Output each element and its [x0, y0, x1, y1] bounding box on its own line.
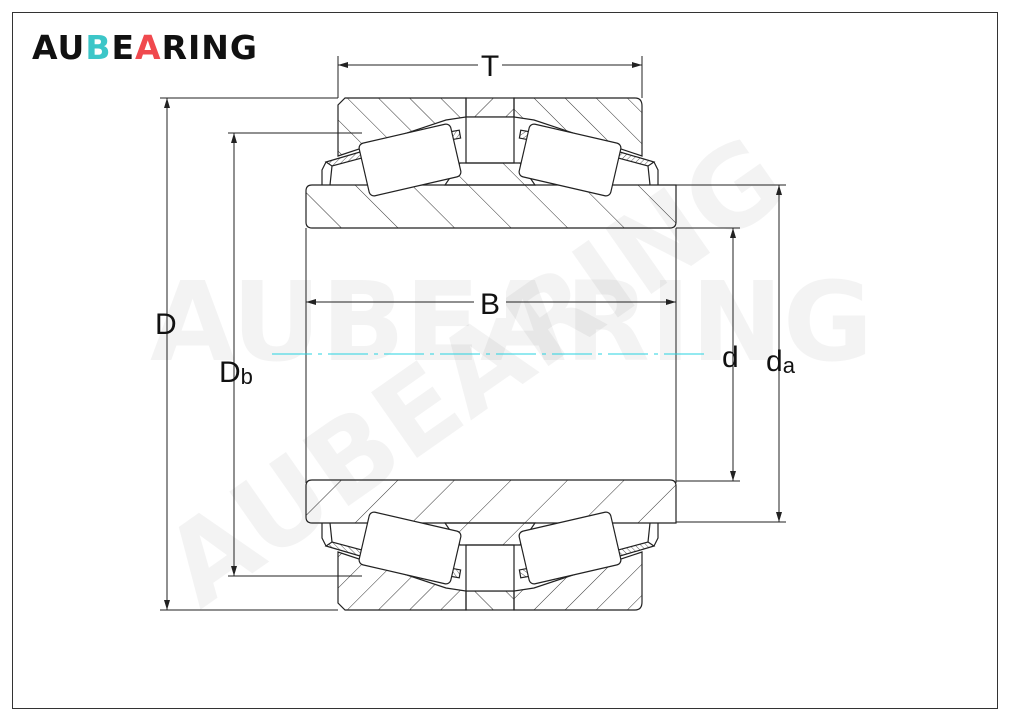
logo-text: AU [32, 28, 86, 67]
dimension-lines [160, 56, 786, 611]
drawing-frame [12, 12, 998, 709]
bearing-lower-section [305, 479, 677, 611]
logo-text: E [111, 28, 136, 67]
watermark-text: AUBEARING [150, 258, 873, 386]
logo-text: A [135, 28, 162, 67]
brand-logo: AUBEARING [32, 28, 258, 67]
label-da: da [766, 345, 796, 378]
label-B: B [480, 288, 500, 321]
label-Db: Db [219, 356, 253, 389]
bearing-upper-section [305, 97, 677, 229]
label-D: D [155, 308, 177, 341]
logo-text: RING [161, 28, 258, 67]
label-T: T [481, 50, 499, 83]
logo-text: B [85, 28, 112, 67]
label-d: d [722, 341, 739, 374]
